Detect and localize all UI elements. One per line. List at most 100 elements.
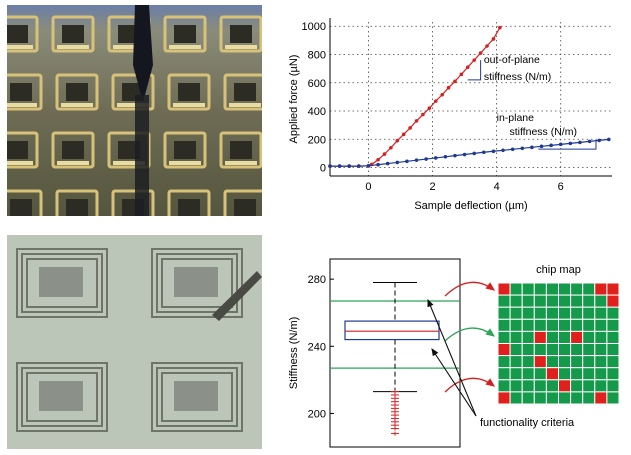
structure-bar <box>57 45 89 49</box>
fd-x-tick-label: 0 <box>365 181 371 193</box>
structure-center <box>234 83 256 101</box>
structure-bar <box>113 45 145 49</box>
chip-cell-pass <box>509 306 523 320</box>
structure-outline <box>7 131 39 169</box>
chip-map-title: chip map <box>536 264 581 276</box>
chip-cell-pass <box>594 318 608 332</box>
fd-y-tick-label: 600 <box>308 78 326 90</box>
chip-cell-pass <box>570 355 584 369</box>
chip-cell-pass <box>521 343 535 357</box>
fd-series-1-point <box>453 153 457 158</box>
fd-y-tick-label: 800 <box>308 49 326 61</box>
chip-cell-pass <box>521 318 535 332</box>
fd-series-1-point <box>385 161 390 166</box>
chip-cell-pass <box>509 355 523 369</box>
fd-series-1-point <box>366 164 371 168</box>
fd-series-0-line <box>330 27 501 167</box>
structure-bar <box>117 103 149 107</box>
fd-series-1-point <box>347 164 352 168</box>
spring-trace <box>21 367 103 427</box>
chip-cell-fail <box>570 330 584 344</box>
structure-center <box>62 25 84 43</box>
chip-cell-pass <box>497 355 511 369</box>
in-plane-slope-marker <box>538 140 597 150</box>
fd-series-0-point <box>433 99 438 103</box>
spring-trace <box>161 258 233 308</box>
chip-cell-pass <box>545 282 560 296</box>
chip-cell-pass <box>533 343 547 357</box>
in-plane-label-line1: in-plane <box>497 112 535 124</box>
structure-bar <box>169 45 201 49</box>
chip-cell-pass <box>497 379 511 393</box>
structure-center <box>66 83 88 101</box>
chip-cell-pass <box>545 294 560 308</box>
chip-cell-pass <box>558 282 572 296</box>
structure-outline <box>111 189 155 216</box>
structure-outline <box>51 15 95 53</box>
fd-series-1-point <box>510 147 515 152</box>
chip-cell-pass <box>594 294 608 308</box>
chip-cell-pass <box>606 391 620 405</box>
structure-bar <box>169 161 201 165</box>
chip-cell-pass <box>570 343 584 357</box>
fd-series-0-point <box>491 37 496 41</box>
fd-series-0-point <box>389 145 393 150</box>
chip-cell-pass <box>533 306 547 320</box>
fd-series-0-point <box>485 44 489 48</box>
spring-plate <box>39 267 83 297</box>
chip-cell-pass <box>545 318 560 332</box>
chip-cell-pass <box>497 367 511 381</box>
structure-center <box>230 25 252 43</box>
chip-cell-pass <box>497 294 511 308</box>
chip-cell-fail <box>497 282 511 296</box>
spring-trace <box>16 248 108 318</box>
functionality-criteria-label: functionality criteria <box>480 417 575 429</box>
chip-cell-pass <box>509 282 523 296</box>
fd-series-0-point <box>440 92 444 97</box>
bp-y-tick-label: 240 <box>308 341 326 353</box>
fd-series-0-point <box>478 51 483 55</box>
structure-outline <box>111 73 155 111</box>
spring-trace <box>16 362 108 432</box>
structure-bar <box>61 103 93 107</box>
mems-array-photo <box>7 5 262 216</box>
chip-cell-pass <box>509 330 523 344</box>
boxplot-y-axis-label: Stiffness (N/m) <box>288 317 300 390</box>
fd-series-1-point <box>520 146 525 151</box>
chip-cell-pass <box>558 355 572 369</box>
pointer-upper-criterion <box>427 298 477 417</box>
fd-series-0-point <box>421 112 425 117</box>
chip-cell-pass <box>521 379 535 393</box>
boxplot-frame <box>329 258 461 448</box>
fd-grid <box>330 22 612 176</box>
fd-series-1-point <box>482 150 486 155</box>
structure-center <box>234 199 256 216</box>
chip-cell-pass <box>594 306 608 320</box>
structure-center <box>10 199 32 216</box>
structure-outline <box>7 189 43 216</box>
structure-center <box>174 141 196 159</box>
chip-cell-pass <box>521 391 535 405</box>
chip-cell-pass <box>594 330 608 344</box>
chip-cell-fail <box>533 330 547 344</box>
structure-outline <box>163 131 207 169</box>
chip-cell-pass <box>606 343 620 357</box>
chip-cell-pass <box>582 355 596 369</box>
structure-bar <box>7 45 33 49</box>
box <box>344 320 440 341</box>
fd-series-1-point <box>491 149 496 154</box>
chip-cell-pass <box>582 379 596 393</box>
chip-cell-pass <box>594 355 608 369</box>
mems-array-drawing <box>7 5 262 216</box>
structure-bar <box>113 161 145 165</box>
chip-cell-fail <box>594 282 608 296</box>
chip-cell-pass <box>570 318 584 332</box>
fd-series-1-point <box>530 145 534 150</box>
structure-outline <box>55 73 99 111</box>
structure-center <box>178 199 200 216</box>
structure-outline <box>7 15 39 53</box>
fd-x-tick-label: 6 <box>558 181 564 193</box>
structure-outline <box>7 73 43 111</box>
